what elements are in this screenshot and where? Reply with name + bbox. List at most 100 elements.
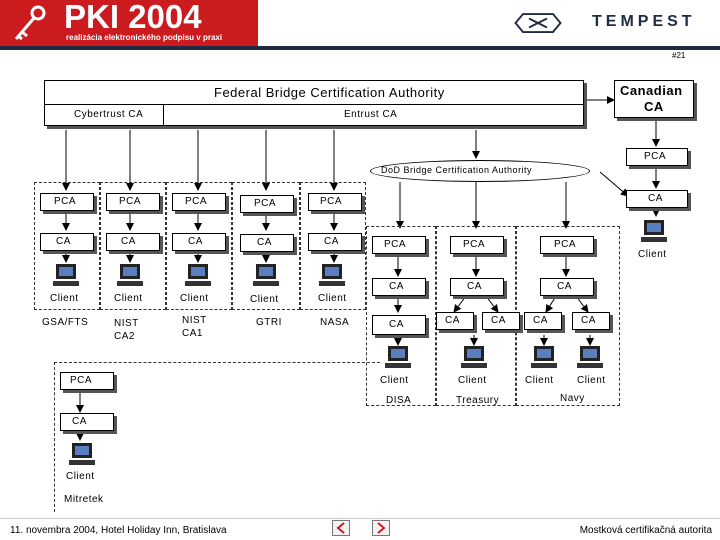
ca-label: CA [557,281,572,292]
ca-box [372,278,426,296]
ca-box [572,312,610,330]
nav-next-button[interactable] [372,520,390,536]
client-label: Client [318,293,347,304]
group-nist-ca1-frame [166,182,232,310]
ca-label: CA [56,236,71,247]
pca-box [450,236,504,254]
computer-icon [319,264,345,286]
ca-box [540,278,594,296]
computer-icon [117,264,143,286]
canadian-ca-box [614,80,694,118]
ca-box [172,233,226,251]
ca-label: CA [188,236,203,247]
group-nasa-label: NASA [320,317,350,328]
ca-box [40,233,94,251]
canadian-ca-sub-label: CA [648,193,663,204]
ca-label: CA [389,281,404,292]
computer-icon [185,264,211,286]
pca-label: PCA [554,239,577,250]
footer-event: 11. novembra 2004, Hotel Holiday Inn, Br… [10,525,227,536]
client-label: Client [50,293,79,304]
canadian-client-label: Client [638,249,667,260]
dod-bridge-label: DoD Bridge Certification Authority [381,165,533,175]
canadian-ca-label-line1: Canadian [620,83,683,98]
pca-box [172,193,226,211]
client-label: Client [525,375,554,386]
fbca-label: Federal Bridge Certification Authority [214,85,445,100]
group-nist-ca2-frame [100,182,166,310]
entrust-ca-label: Entrust CA [344,109,398,120]
group-gtri-frame [232,182,300,310]
canadian-pca-label: PCA [644,151,667,162]
ca-label: CA [581,315,596,326]
group-navy-label: Navy [560,393,585,404]
ca-box [524,312,562,330]
pca-box [372,236,426,254]
client-label: Client [180,293,209,304]
ca-box [450,278,504,296]
group-mitretek-label: Mitretek [64,494,104,505]
group-nist-ca2-label: NIST CA2 [114,318,139,342]
canadian-ca-label-line2: CA [644,99,664,114]
computer-icon [461,346,487,368]
computer-icon [577,346,603,368]
computer-icon [253,264,279,286]
group-gsa-label: GSA/FTS [42,317,89,328]
arrow-left-icon [336,522,345,534]
nav-prev-button[interactable] [332,520,350,536]
pca-box [308,193,362,211]
ca-box [106,233,160,251]
client-label: Client [66,471,95,482]
cybertrust-ca-label: Cybertrust CA [74,109,144,120]
group-gtri-label: GTRI [256,317,282,328]
computer-icon [69,443,95,465]
group-treasury-label: Treasury [456,395,500,406]
arrow-right-icon [377,522,386,534]
ca-label: CA [72,416,87,427]
client-label: Client [577,375,606,386]
ca-label: CA [257,237,272,248]
pca-label: PCA [320,196,343,207]
ca-label: CA [121,236,136,247]
group-gsa-frame [34,182,100,310]
group-mitretek-frame [54,362,380,512]
dod-bridge-ellipse [370,160,590,182]
ca-box [372,315,426,335]
computer-icon [641,220,667,242]
computer-icon [531,346,557,368]
pca-label: PCA [463,239,486,250]
key-logo-icon [14,5,46,41]
pca-label: PCA [384,239,407,250]
group-disa-label: DISA [386,395,412,406]
ca-label: CA [467,281,482,292]
pca-box [40,193,94,211]
tempest-logo-icon [514,13,562,33]
cybertrust-ca-box [44,104,164,126]
client-label: Client [380,375,409,386]
pca-box [106,193,160,211]
ca-box [240,234,294,252]
pca-label: PCA [70,375,93,386]
ca-box [436,312,474,330]
pca-label: PCA [119,196,142,207]
logo-subtitle: realizácia elektronického podpisu v prax… [66,33,223,42]
pca-box [540,236,594,254]
ca-label: CA [445,315,460,326]
pca-label: PCA [185,196,208,207]
canadian-ca-sub-box [626,190,688,208]
ca-box [482,312,520,330]
footer-divider [0,518,720,519]
pca-label: PCA [254,198,277,209]
client-label: Client [114,293,143,304]
computer-icon [53,264,79,286]
group-nist-ca1-label: NIST CA1 [182,315,207,339]
group-nasa-frame [300,182,366,310]
client-label: Client [250,294,279,305]
header-divider [0,46,720,50]
ca-label: CA [389,319,404,330]
pca-box [240,195,294,213]
ca-label: CA [533,315,548,326]
brand-name: TEMPEST [592,13,696,30]
computer-icon [385,346,411,368]
